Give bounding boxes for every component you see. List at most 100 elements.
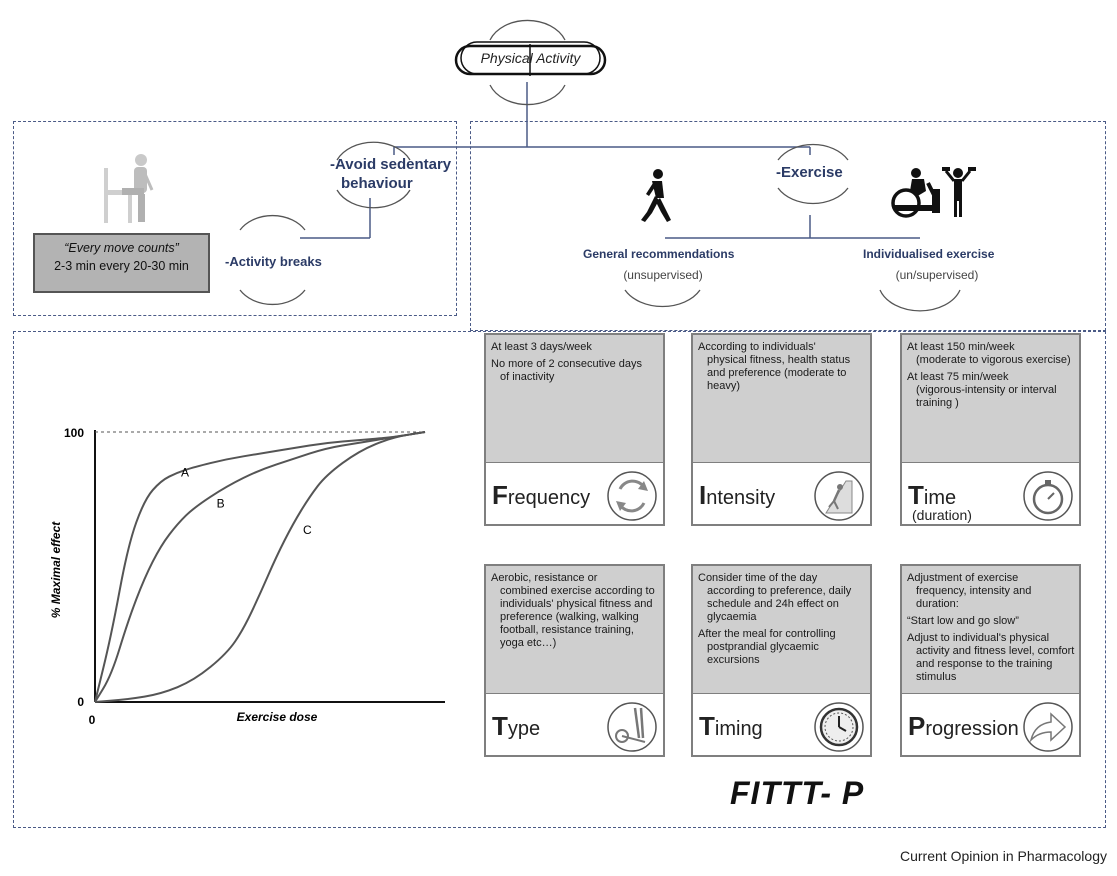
card-title-initial: T [908, 480, 924, 510]
card-title: Frequency [492, 480, 590, 511]
card-text-block: At least 150 min/week(moderate to vigoro… [907, 341, 1075, 367]
series-label-b: B [217, 496, 225, 510]
clock-icon [814, 702, 864, 752]
x-tick-0: 0 [89, 713, 96, 727]
card-title: Timing [699, 711, 763, 742]
card-text-cont: combined exercise according to individua… [500, 585, 655, 649]
climber-icon [814, 471, 864, 521]
card-text-lead: Consider time of the day [698, 572, 818, 584]
sedentary-frame [13, 121, 457, 316]
card-frequency: At least 3 days/week No more of 2 consecu… [484, 333, 665, 526]
card-text-cont: (vigorous-intensity or interval training… [916, 384, 1057, 409]
every-move-counts-box: “Every move counts” 2-3 min every 20-30 … [33, 233, 210, 293]
card-text-cont: (moderate to vigorous exercise) [916, 354, 1071, 366]
y-tick-0: 0 [77, 695, 84, 709]
card-description: At least 3 days/week No more of 2 consecu… [486, 335, 663, 463]
card-subtitle: (duration) [912, 507, 972, 523]
card-text-block: At least 75 min/week(vigorous-intensity … [907, 371, 1075, 410]
card-title-rest: requency [507, 487, 591, 509]
card-text-lead: At least 150 min/week [907, 341, 1015, 353]
card-title-initial: F [492, 480, 508, 510]
quote-line: “Every move counts” [64, 241, 179, 255]
card-title: Type [492, 711, 540, 742]
exercise-machine-icon [607, 702, 657, 752]
card-text-block: At least 3 days/week [491, 341, 659, 354]
card-title-initial: T [699, 711, 715, 741]
card-title-rest: iming [714, 718, 763, 740]
walking-person-icon [641, 169, 671, 222]
avoid-line-1: -Avoid sedentary [330, 156, 452, 173]
individualised-sub-label: (un/supervised) [895, 268, 979, 282]
card-text-lead: Aerobic, resistance or [491, 572, 598, 584]
activity-breaks-label: -Activity breaks [225, 254, 322, 269]
card-time: At least 150 min/week(moderate to vigoro… [900, 333, 1081, 526]
card-text-cont: according to preference, daily schedule … [707, 585, 852, 623]
general-sub-label: (unsupervised) [623, 268, 703, 282]
card-title: Progression [908, 711, 1019, 742]
y-tick-100: 100 [64, 426, 84, 440]
card-text-block: According to individuals'physical fitnes… [698, 341, 866, 393]
card-title: Intensity [699, 480, 775, 511]
curve-b [94, 431, 426, 703]
card-title-initial: I [699, 480, 707, 510]
card-title-rest: ntensity [706, 487, 776, 509]
series-label-c: C [303, 523, 312, 537]
exercise-label: -Exercise [776, 164, 843, 181]
credit-line: Current Opinion in Pharmacology [900, 848, 1107, 864]
y-axis-label: % Maximal effect [49, 521, 63, 618]
x-axis-label: Exercise dose [237, 710, 318, 724]
card-title-rest: ype [507, 718, 541, 740]
sitting-person-icon [104, 154, 154, 223]
card-text-lead: After the meal for controlling [698, 628, 836, 640]
card-text-cont: frequency, intensity and duration: [916, 585, 1032, 610]
fittt-p-title: FITTT- P [730, 775, 865, 811]
card-text-lead: Adjust to individual's physical [907, 632, 1050, 644]
avoid-sedentary-label: -Avoid sedentary behaviour [330, 155, 460, 193]
card-text-cont: postprandial glycaemic excursions [707, 641, 819, 666]
quote-sub: 2-3 min every 20-30 min [54, 259, 189, 273]
card-title-initial: P [908, 711, 926, 741]
card-title: Time [908, 480, 956, 511]
card-text-lead: At least 3 days/week [491, 341, 592, 353]
series-label-a: A [181, 466, 189, 480]
card-text-block: “Start low and go slow” [907, 615, 1075, 628]
arrow-right-icon [1023, 702, 1073, 752]
card-text-cont: activity and fitness level, comfort and … [916, 645, 1075, 683]
curve-c [94, 431, 426, 703]
card-text-cont: physical fitness, health status and pref… [707, 354, 851, 392]
physical-activity-pill-icon [454, 41, 607, 76]
card-title-rest: ime [923, 487, 957, 509]
card-text-lead: No more of 2 consecutive days [491, 358, 643, 370]
card-description: At least 150 min/week(moderate to vigoro… [902, 335, 1079, 463]
general-recommendations-label: General recommendations [583, 247, 735, 261]
card-text-cont: of inactivity [500, 371, 555, 383]
card-text-lead: Adjustment of exercise [907, 572, 1019, 584]
curve-a [94, 431, 426, 703]
fittt-frame [13, 331, 1106, 828]
cycle-arrows-icon [607, 471, 657, 521]
dose-response-chart: 100 0 0 Exercise dose % Maximal effect A… [49, 426, 445, 727]
card-text-lead: At least 75 min/week [907, 371, 1009, 383]
individualised-exercise-label: Individualised exercise [863, 247, 995, 261]
card-text-lead: “Start low and go slow” [907, 615, 1019, 627]
avoid-line-2: behaviour [341, 175, 413, 192]
card-title-rest: rogression [925, 718, 1019, 740]
header-title: Physical Activity [480, 50, 581, 66]
stopwatch-icon [1023, 471, 1073, 521]
card-title-initial: T [492, 711, 508, 741]
card-text-lead: According to individuals' [698, 341, 816, 353]
cycling-weights-icon [891, 167, 976, 218]
card-intensity: According to individuals'physical fitnes… [691, 333, 872, 526]
